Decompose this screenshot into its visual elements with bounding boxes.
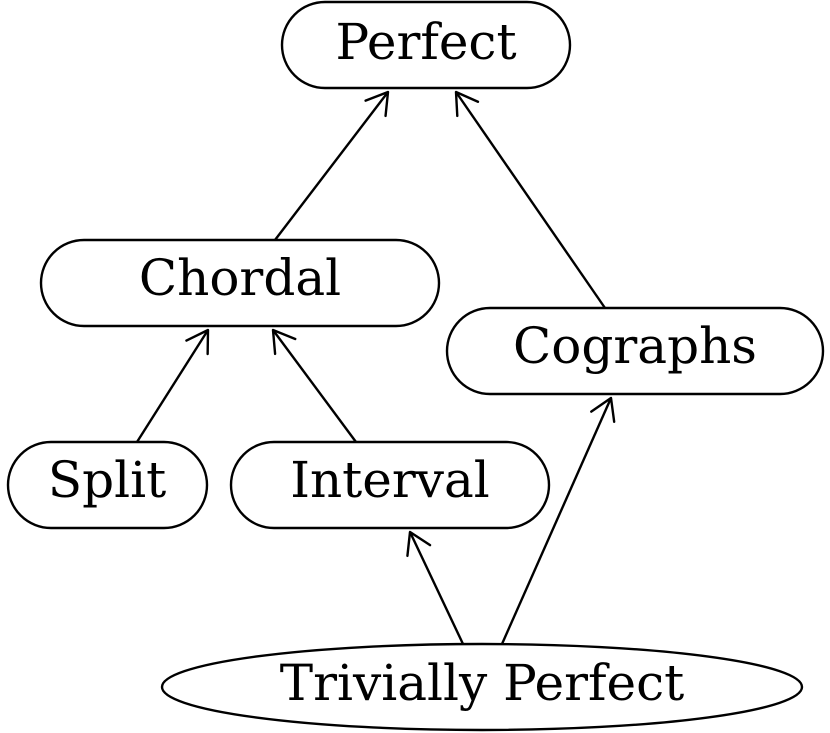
node-perfect-label: Perfect: [335, 13, 516, 71]
edge-cographs-to-perfect: [454, 90, 606, 309]
arrow-head-icon: [590, 396, 616, 423]
node-chordal-shape: [39, 238, 441, 328]
node-perfect-shape: [280, 0, 572, 90]
nodes-layer: Perfect Chordal Cographs Split Interval …: [6, 0, 825, 732]
edge-line: [455, 91, 606, 309]
node-cographs-label: Cographs: [513, 317, 757, 375]
arrow-head-icon: [185, 328, 210, 356]
edge-trivially-perfect-to-interval: [406, 530, 465, 645]
edge-trivially-perfect-to-cographs: [500, 396, 616, 645]
edge-split-to-chordal: [135, 328, 210, 443]
arrow-head-icon: [271, 328, 297, 356]
edge-line: [274, 91, 389, 241]
node-split-label: Split: [48, 451, 166, 509]
node-interval-label: Interval: [290, 451, 490, 509]
arrow-head-icon: [406, 530, 432, 558]
node-cographs-shape: [445, 306, 825, 396]
edge-line: [135, 329, 210, 443]
edge-line: [272, 329, 357, 443]
node-chordal-label: Chordal: [139, 249, 341, 307]
node-split: Split: [6, 440, 209, 530]
node-interval-shape: [229, 440, 551, 530]
node-perfect: Perfect: [280, 0, 572, 90]
edge-line: [500, 397, 613, 645]
node-trivially-perfect-shape: [160, 642, 804, 732]
edge-interval-to-chordal: [271, 328, 357, 443]
edges-layer: [135, 90, 616, 645]
node-interval: Interval: [229, 440, 551, 530]
arrow-head-icon: [364, 90, 390, 118]
edge-line: [408, 531, 465, 645]
node-trivially-perfect: Trivially Perfect: [160, 642, 804, 732]
node-chordal: Chordal: [39, 238, 441, 328]
node-trivially-perfect-label: Trivially Perfect: [280, 654, 685, 712]
node-cographs: Cographs: [445, 306, 825, 396]
arrow-head-icon: [454, 90, 480, 118]
node-split-shape: [6, 440, 209, 530]
edge-chordal-to-perfect: [274, 90, 390, 241]
